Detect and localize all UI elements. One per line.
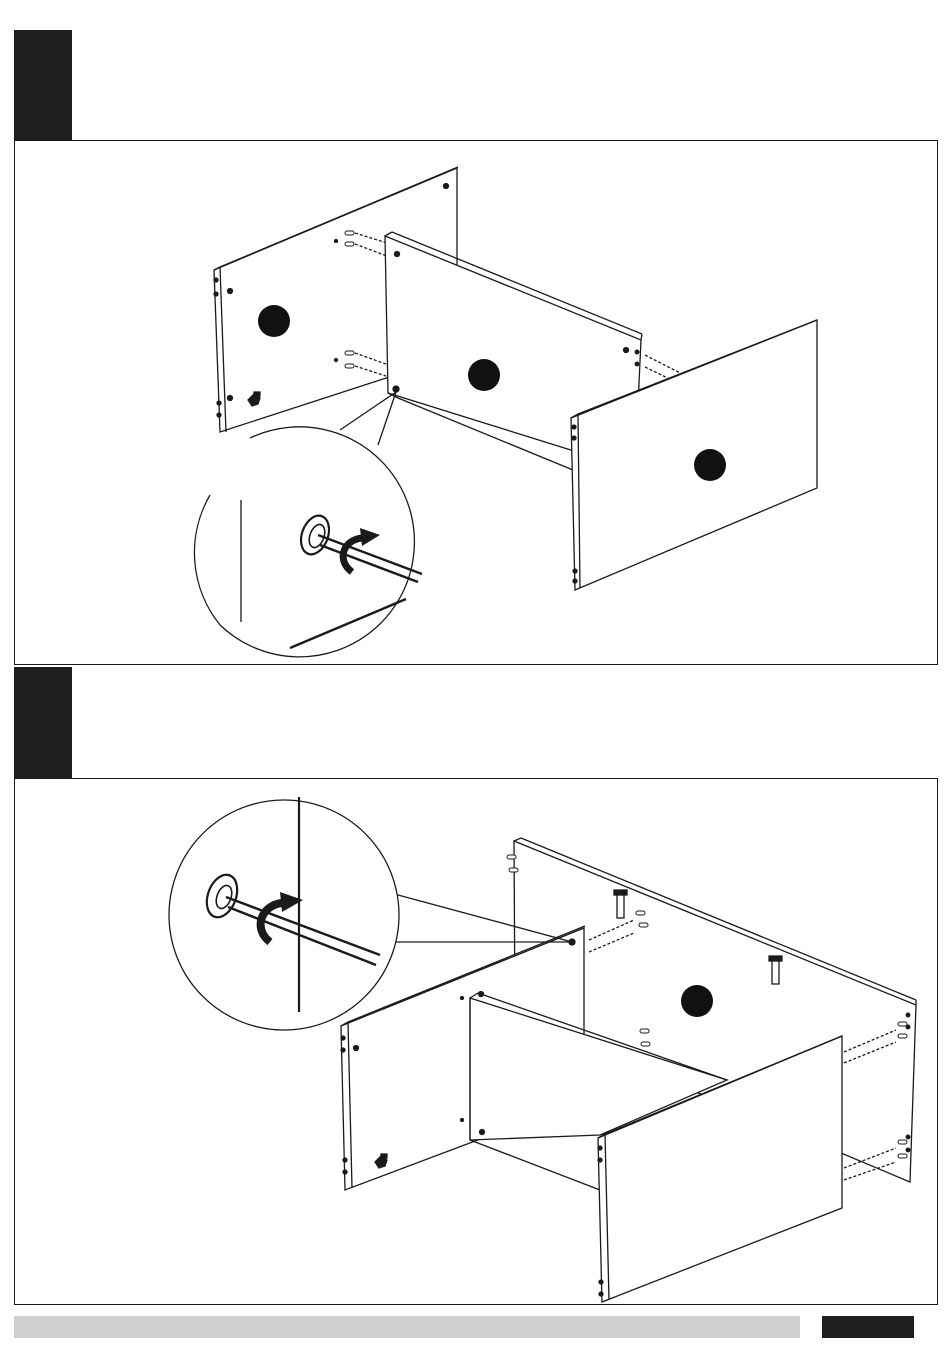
footer-page-block <box>822 1316 914 1338</box>
cam-lock-screwdriver-detail <box>194 392 422 657</box>
step-1-drawing <box>194 167 817 657</box>
step-2-drawing <box>169 797 916 1302</box>
footer-bar <box>14 1316 800 1338</box>
